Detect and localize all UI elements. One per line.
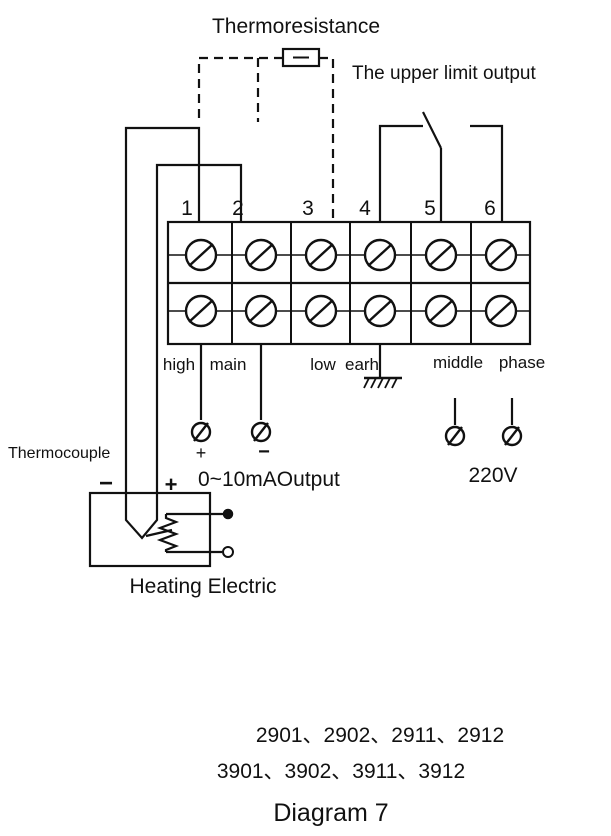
terminal-label-middle: middle xyxy=(433,353,483,372)
thermocouple-positive-sign: + xyxy=(165,472,178,497)
upper-limit-output-label: The upper limit output xyxy=(352,63,536,84)
terminal-label-earh: earh xyxy=(345,355,379,374)
voltage-label: 220V xyxy=(468,464,517,487)
output-negative-sign: − xyxy=(258,441,270,463)
model-list-1: 2901、2902、2911、2912 xyxy=(256,724,504,747)
output-positive-sign: + xyxy=(196,443,207,463)
screw-icon xyxy=(363,238,397,328)
terminal-block xyxy=(166,220,532,346)
screw-icon xyxy=(304,238,338,328)
supply-wiring xyxy=(444,398,523,447)
terminal-number-3: 3 xyxy=(302,197,314,220)
terminal-number-4: 4 xyxy=(359,197,371,220)
heating-electric-label: Heating Electric xyxy=(129,575,276,598)
output-wiring xyxy=(190,344,272,443)
terminal-number-5: 5 xyxy=(424,197,436,220)
output-terminal-icon xyxy=(190,421,272,443)
thermocouple-negative-sign: − xyxy=(99,470,113,497)
terminal-label-high: high xyxy=(163,355,195,374)
thermocouple-label: Thermocouple xyxy=(8,445,110,462)
screw-icon xyxy=(484,238,518,328)
terminal-number-2: 2 xyxy=(232,197,244,220)
output-label: 0~10mAOutput xyxy=(198,468,340,491)
upper-limit-switch xyxy=(378,111,504,232)
terminal-screws xyxy=(184,238,518,328)
thermocouple-wiring xyxy=(124,126,243,492)
screw-icon xyxy=(244,238,278,328)
terminal-label-main: main xyxy=(210,355,247,374)
supply-terminal-icon xyxy=(444,425,523,447)
heating-element xyxy=(88,491,234,568)
terminal-number-6: 6 xyxy=(484,197,496,220)
thermoresistance-label: Thermoresistance xyxy=(212,15,380,38)
screw-icon xyxy=(184,238,218,328)
terminal-number-1: 1 xyxy=(181,197,193,220)
terminal-label-phase: phase xyxy=(499,353,545,372)
thermoresistance-wiring xyxy=(197,56,335,232)
terminal-label-low: low xyxy=(310,355,336,374)
model-list-2: 3901、3902、3911、3912 xyxy=(217,760,465,783)
screw-icon xyxy=(424,238,458,328)
thermoresistance-symbol xyxy=(281,47,321,68)
ground-icon xyxy=(363,344,402,389)
diagram-caption: Diagram 7 xyxy=(273,799,388,827)
